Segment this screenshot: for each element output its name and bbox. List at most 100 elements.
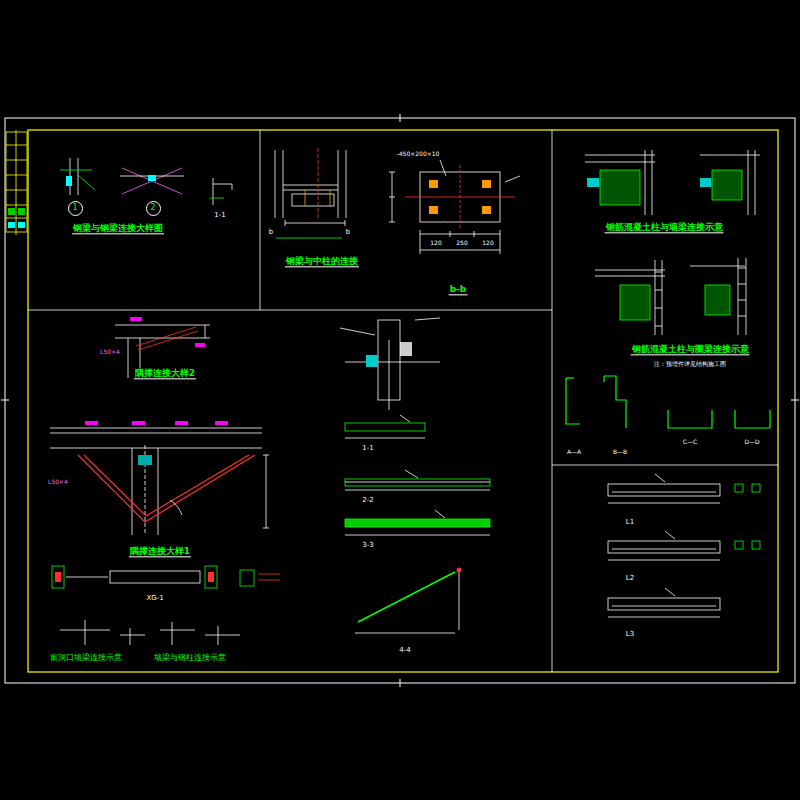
- rc-column-details-part: [600, 170, 640, 205]
- knee-brace-detail-2-part: [130, 317, 142, 321]
- detail-number-circle: 1: [68, 201, 83, 216]
- detail-panel: 隅撑连接大样2隅撑连接大样1: [28, 310, 552, 672]
- title-block-part: [6, 205, 27, 206]
- connection-plate-detail-part: [345, 490, 490, 491]
- section-bb-part: [450, 231, 451, 237]
- wall-girt-details-part: [258, 580, 280, 581]
- wall-girt-details-part: [205, 635, 240, 636]
- drawing-label: B—B: [612, 449, 628, 456]
- connection-plate-detail-part: [405, 470, 418, 478]
- wall-girt-details-part: [120, 635, 145, 636]
- rc-column-details-part: [655, 326, 662, 327]
- sheet-frame: [1, 114, 799, 687]
- wall-girt-details-part: [205, 566, 217, 588]
- section-bb-part: [389, 172, 395, 173]
- drawing-label: A—A: [566, 449, 582, 456]
- connection-plate-detail-part: [415, 318, 440, 320]
- lintel-details-part: [608, 484, 720, 496]
- lintel-details-part: [608, 617, 720, 618]
- section-bb-part: [429, 180, 438, 188]
- drawing-label: b: [345, 228, 351, 236]
- rc-column-details-part: [700, 178, 711, 187]
- drawing-label: 注：预埋件详见结构施工图: [653, 361, 727, 368]
- drawing-label: 120: [481, 240, 494, 247]
- lintel-details-part: [608, 541, 720, 553]
- beam-beam-details-part: [60, 170, 92, 171]
- drawing-label: b: [268, 228, 274, 236]
- rc-column-details-part: [748, 150, 749, 215]
- purlin-sections-part: [566, 377, 574, 378]
- beam-beam-details: [60, 158, 232, 205]
- knee-brace-detail-1-part: [78, 455, 255, 522]
- title-block-part: [8, 222, 15, 228]
- beam-column-elevation-part: [338, 150, 339, 218]
- beam-beam-details-part: [122, 168, 182, 194]
- lintel-details-part: [752, 484, 760, 492]
- title-block-part: [16, 130, 17, 235]
- knee-brace-detail-1-part: [84, 455, 249, 516]
- connection-plate-detail-part: [345, 479, 490, 486]
- beam-column-elevation-part: [285, 220, 286, 226]
- wall-girt-details-part: [66, 577, 108, 578]
- connection-plate-detail-part: [345, 362, 440, 363]
- title-block-part: [6, 175, 27, 176]
- detail-panel: 12钢梁与钢梁连接大样图: [28, 130, 260, 310]
- beam-column-elevation-part: [275, 150, 276, 218]
- lintel-details-part: [665, 531, 675, 539]
- rc-column-details-part: [645, 150, 646, 215]
- drawing-label: 墙梁与钢柱连接示意: [153, 653, 227, 662]
- rc-column-details-part: [585, 162, 655, 163]
- knee-brace-detail-1-part: [263, 528, 269, 529]
- rc-column-details-part: [662, 260, 663, 335]
- connection-plate-detail-part: [345, 423, 425, 431]
- beam-column-elevation-part: [283, 150, 284, 218]
- drawing-label: 1-1: [361, 444, 374, 452]
- rc-column-details-part: [690, 266, 745, 267]
- sheet-frame-part: [791, 400, 799, 401]
- knee-brace-detail-1: [50, 421, 269, 535]
- drawing-label: L2: [625, 574, 635, 582]
- beam-column-elevation-part: [276, 238, 342, 239]
- section-bb-part: [460, 165, 461, 228]
- knee-brace-detail-1-part: [170, 500, 182, 515]
- wall-girt-details-part: [240, 570, 254, 586]
- callout-number: 2: [149, 203, 156, 212]
- beam-column-elevation-part: [292, 194, 334, 206]
- connection-plate-detail-part: [345, 438, 425, 439]
- sheet-frame-part: [1, 400, 9, 401]
- drawing-label: 4-4: [398, 646, 411, 654]
- knee-brace-detail-2-part: [195, 343, 205, 347]
- knee-brace-detail-1-part: [215, 421, 228, 425]
- panel-dividers: [28, 130, 778, 672]
- section-bb-part: [429, 206, 438, 214]
- knee-brace-detail-1-part: [85, 421, 98, 425]
- section-bb-part: [482, 206, 491, 214]
- knee-brace-detail-1-part: [132, 448, 133, 535]
- drawing-label: 120: [429, 240, 442, 247]
- section-bb-part: [482, 180, 491, 188]
- wall-girt-details-part: [130, 628, 131, 645]
- beam-beam-details-part: [78, 175, 95, 190]
- section-bb-part: [474, 231, 475, 237]
- detail-title: 钢筋混凝土柱与圈梁连接示意: [631, 344, 750, 355]
- connection-plate-detail-part: [435, 510, 445, 518]
- section-bb-part: [505, 176, 520, 182]
- title-block-part: [6, 132, 27, 232]
- wall-girt-details-part: [218, 626, 219, 645]
- connection-plate-detail-part: [358, 572, 455, 622]
- drawing-label: D—D: [743, 439, 760, 446]
- drawing-label: L3: [625, 630, 635, 638]
- rc-column-details-part: [738, 316, 746, 317]
- connection-plate-detail-part: [457, 568, 462, 573]
- wall-girt-details-part: [52, 566, 64, 588]
- title-block-part: [6, 218, 27, 219]
- rc-column-details-part: [712, 170, 742, 200]
- rc-column-details-part: [655, 290, 662, 291]
- title-block-part: [6, 160, 27, 161]
- section-bb-part: [420, 250, 500, 251]
- knee-brace-detail-1-part: [138, 455, 152, 465]
- knee-brace-detail-1-part: [50, 433, 262, 434]
- lintel-details-part: [608, 503, 720, 504]
- rc-column-details-part: [587, 178, 599, 187]
